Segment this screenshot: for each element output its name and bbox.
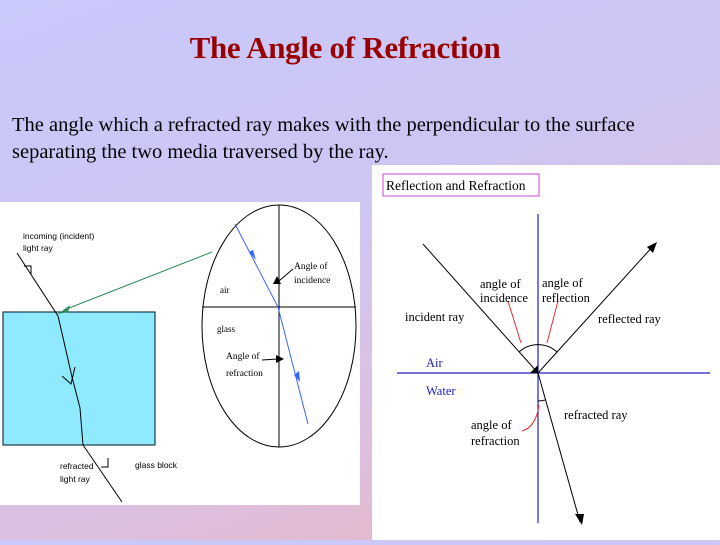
label-refracted-2: light ray [60, 474, 91, 484]
ray-arrow-icon [24, 265, 32, 274]
ray-path [16, 252, 123, 503]
glass-block-rect [2, 311, 156, 446]
reflection-refraction-svg: Reflection and Refraction angle of incid… [382, 173, 710, 525]
pointer-incidence [507, 300, 522, 344]
label-angle-refraction: angle of [471, 418, 512, 432]
label-reflected-ray: reflected ray [598, 312, 662, 326]
slide-title: The Angle of Refraction [189, 30, 501, 65]
arrow-icon [647, 242, 657, 253]
definition-text: The angle which a refracted ray makes wi… [12, 114, 635, 163]
label-incoming: incoming (incident) [23, 231, 95, 241]
label-incoming-2: light ray [23, 243, 54, 253]
label-angle-incidence: Angle of [294, 261, 328, 272]
label-angle-reflection: angle of [542, 276, 583, 290]
pointer-reflection [546, 300, 559, 344]
arrow-icon [575, 514, 584, 525]
angle-arc [537, 399, 546, 402]
angle-pointer-icon [276, 355, 284, 363]
label-angle-reflection-2: reflection [542, 291, 591, 305]
zoom-arrow-icon [58, 305, 70, 314]
diagram-title-box [382, 173, 540, 197]
diagram-title: Reflection and Refraction [386, 178, 526, 193]
label-water: Water [426, 384, 456, 398]
incidence-point-icon [530, 365, 538, 373]
label-glass: glass [217, 324, 235, 334]
angle-arc [518, 344, 558, 353]
label-air: air [220, 285, 230, 295]
ray-arrow-icon [249, 250, 256, 260]
label-angle-refraction-2: refraction [226, 368, 263, 379]
reflection-refraction-diagram: Reflection and Refraction angle of incid… [372, 165, 720, 540]
label-refracted: refracted [60, 461, 94, 471]
zoom-pointer-line [63, 251, 213, 311]
incident-ray [422, 243, 539, 374]
label-air: Air [426, 356, 444, 370]
glass-block-diagram: incoming (incident) light ray refracted … [0, 202, 360, 505]
reflected-ray [537, 244, 655, 374]
label-refracted-ray: refracted ray [564, 408, 628, 422]
label-angle-refraction: Angle of [226, 351, 260, 362]
label-angle-refraction-2: refraction [471, 434, 520, 448]
circle-ray [234, 223, 309, 425]
ray-arrow-icon [61, 366, 76, 385]
ray-arrow-icon [101, 458, 109, 468]
label-glass-block: glass block [135, 460, 178, 470]
angle-pointer-icon [273, 276, 281, 284]
refracted-ray [537, 372, 581, 523]
label-angle-incidence-2: incidence [294, 276, 330, 286]
label-angle-incidence-2: incidence [480, 291, 528, 305]
ray-arrow-icon [294, 371, 300, 382]
label-angle-incidence: angle of [480, 277, 521, 291]
pointer-refraction [521, 404, 540, 432]
label-incident-ray: incident ray [405, 310, 465, 324]
glass-block-svg: incoming (incident) light ray refracted … [2, 204, 357, 503]
